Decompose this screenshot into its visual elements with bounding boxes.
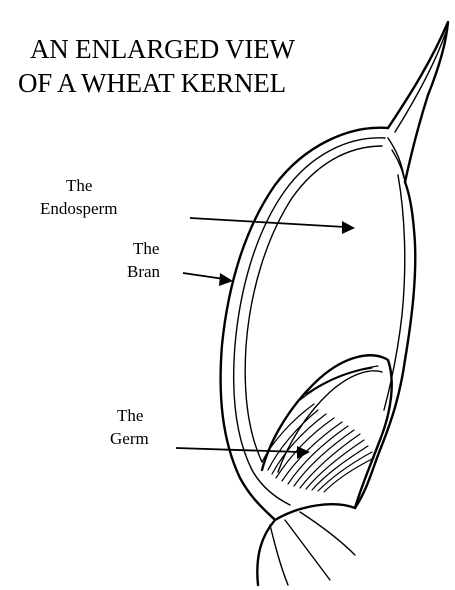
germ-outline <box>262 355 392 508</box>
label-germ: The Germ <box>110 406 310 459</box>
germ-label-line-2: Germ <box>110 429 149 448</box>
endosperm-label-line-2: Endosperm <box>40 199 117 218</box>
title-line-2: OF A WHEAT KERNEL <box>18 68 286 98</box>
bran-inner-2 <box>245 146 382 462</box>
kernel-illustration <box>221 22 448 585</box>
bran-arrow-head <box>219 273 233 286</box>
bran-arrow-line <box>183 273 224 279</box>
title-line-1: AN ENLARGED VIEW <box>30 34 295 64</box>
bran-outer <box>221 128 416 585</box>
bran-label-line-2: Bran <box>127 262 161 281</box>
endosperm-arrow-head <box>342 221 355 234</box>
germ-label-line-1: The <box>117 406 143 425</box>
diagram-title: AN ENLARGED VIEW OF A WHEAT KERNEL <box>18 34 295 98</box>
kernel-base <box>270 512 355 585</box>
endosperm-label-line-1: The <box>66 176 92 195</box>
germ-arrow-head <box>297 446 310 459</box>
label-endosperm: The Endosperm <box>40 176 355 234</box>
bran-label-line-1: The <box>133 239 159 258</box>
label-bran: The Bran <box>127 239 233 286</box>
bran-fold <box>388 138 405 182</box>
